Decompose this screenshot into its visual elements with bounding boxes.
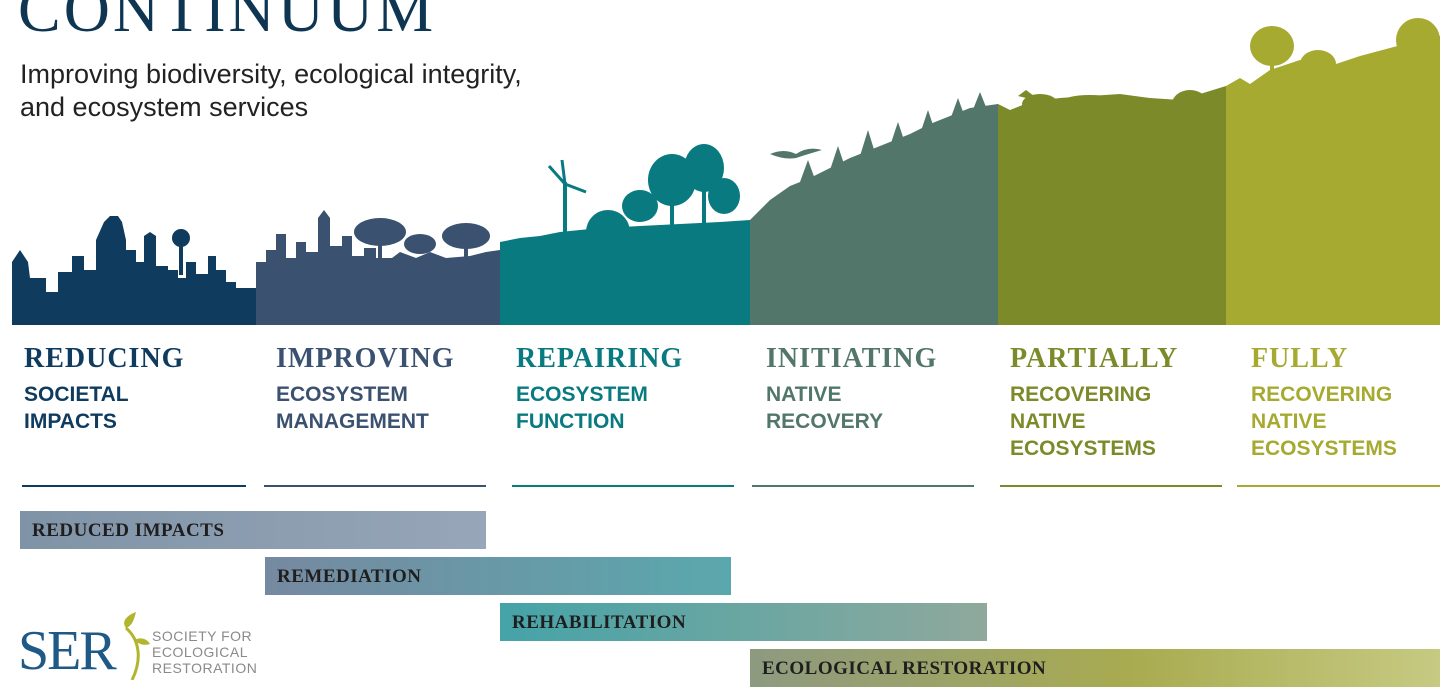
- bar-label-reduced-impacts: REDUCED IMPACTS: [32, 520, 225, 541]
- stage-subtitle-line: RECOVERING: [1251, 383, 1393, 406]
- stage-divider-initiating: [752, 485, 974, 487]
- stage-divider-repairing: [512, 485, 734, 487]
- stage-subtitle-line: ECOSYSTEM: [516, 383, 648, 406]
- stage-heading-initiating: INITIATING: [766, 343, 938, 374]
- stage-heading-improving: IMPROVING: [276, 343, 455, 374]
- subtitle-line-1: Improving biodiversity, ecological integ…: [20, 59, 522, 89]
- bar-label-rehabilitation: REHABILITATION: [512, 612, 687, 633]
- stage-divider-partially: [1000, 485, 1222, 487]
- stage-heading-reducing: REDUCING: [24, 343, 185, 374]
- stage-subtitle-repairing: ECOSYSTEM FUNCTION: [516, 381, 736, 435]
- logo-line: SOCIETY FOR: [152, 628, 253, 644]
- stage-subtitle-line: NATIVE: [766, 383, 842, 406]
- bar-label-ecological-restoration: ECOLOGICAL RESTORATION: [762, 658, 1047, 679]
- stage-subtitle-line: IMPACTS: [24, 410, 117, 433]
- stage-heading-fully: FULLY: [1251, 343, 1349, 374]
- stage-heading-partially: PARTIALLY: [1010, 343, 1179, 374]
- stage-divider-fully: [1237, 485, 1440, 487]
- stage-subtitle-line: SOCIETAL: [24, 383, 129, 406]
- stage-subtitle-line: FUNCTION: [516, 410, 625, 433]
- stage-subtitle-line: NATIVE: [1010, 410, 1086, 433]
- bar-reduced-impacts: REDUCED IMPACTS: [20, 511, 486, 549]
- stage-subtitle-line: ECOSYSTEMS: [1010, 437, 1156, 460]
- city-skyline: [12, 216, 256, 325]
- rural-landscape: [500, 144, 750, 325]
- stage-subtitle-fully: RECOVERING NATIVE ECOSYSTEMS: [1251, 381, 1440, 462]
- stage-subtitle-line: RECOVERY: [766, 410, 884, 433]
- stage-subtitle-initiating: NATIVE RECOVERY: [766, 381, 986, 435]
- suburb-skyline: [256, 210, 500, 325]
- logo-mark: SER: [18, 620, 117, 682]
- stage-divider-reducing: [22, 485, 246, 487]
- stage-heading-repairing: REPAIRING: [516, 343, 684, 374]
- landscape-illustration: [12, 18, 1440, 325]
- full-recovery-landscape: [1226, 18, 1440, 325]
- stage-subtitle-line: ECOSYSTEM: [276, 383, 408, 406]
- leaf-sprout-icon: [124, 612, 150, 680]
- page-title: CONTINUUM: [18, 0, 437, 45]
- stage-subtitle-improving: ECOSYSTEM MANAGEMENT: [276, 381, 496, 435]
- partial-recovery-landscape: [998, 86, 1226, 325]
- bar-label-remediation: REMEDIATION: [277, 566, 422, 587]
- stage-subtitle-line: RECOVERING: [1010, 383, 1152, 406]
- logo-organization-name: SOCIETY FOR ECOLOGICAL RESTORATION: [152, 628, 272, 676]
- stage-subtitle-line: ECOSYSTEMS: [1251, 437, 1397, 460]
- subtitle: Improving biodiversity, ecological integ…: [20, 58, 700, 124]
- bar-remediation: REMEDIATION: [265, 557, 731, 595]
- forest-hillside: [750, 92, 998, 325]
- logo-line: RESTORATION: [152, 660, 258, 676]
- stage-divider-improving: [264, 485, 486, 487]
- logo-line: ECOLOGICAL: [152, 644, 249, 660]
- stage-subtitle-reducing: SOCIETAL IMPACTS: [24, 381, 244, 435]
- bar-ecological-restoration: ECOLOGICAL RESTORATION: [750, 649, 1440, 687]
- ser-logo: SER SOCIETY FOR ECOLOGICAL RESTORATION: [18, 610, 268, 697]
- stage-subtitle-line: NATIVE: [1251, 410, 1327, 433]
- subtitle-line-2: and ecosystem services: [20, 92, 309, 122]
- stage-subtitle-line: MANAGEMENT: [276, 410, 429, 433]
- bar-rehabilitation: REHABILITATION: [500, 603, 987, 641]
- stage-subtitle-partially: RECOVERING NATIVE ECOSYSTEMS: [1010, 381, 1230, 462]
